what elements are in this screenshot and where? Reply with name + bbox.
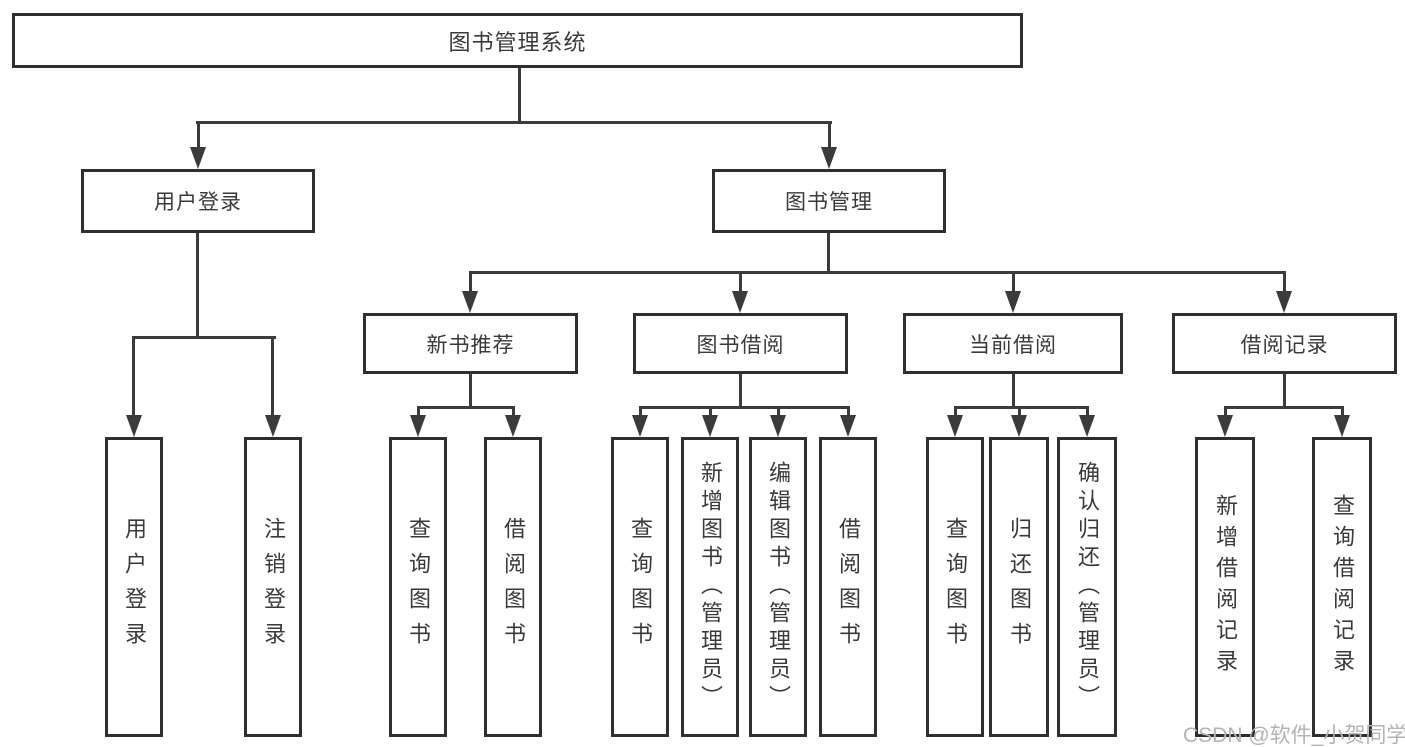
leaf-bb-add-books-admin: 新增图书（管理员）	[681, 437, 739, 737]
connector-line	[739, 271, 742, 293]
node-root-label: 图书管理系统	[448, 29, 587, 55]
node-new-book-recommend-label: 新书推荐	[426, 333, 515, 357]
arrow-down-icon	[1011, 415, 1027, 437]
connector-line	[133, 336, 276, 339]
connector-line	[847, 406, 850, 418]
arrow-down-icon	[770, 415, 786, 437]
connector-line	[1012, 374, 1015, 409]
leaf-nb-borrow-books: 借阅图书	[484, 437, 542, 737]
connector-line	[1224, 406, 1227, 418]
leaf-bb-borrow-books: 借阅图书	[819, 437, 877, 737]
leaf-nb-query-books: 查询图书	[389, 437, 447, 737]
node-new-book-recommend: 新书推荐	[363, 313, 578, 374]
arrow-down-icon	[1276, 291, 1292, 313]
connector-line	[828, 121, 831, 149]
connector-line	[1283, 271, 1286, 293]
node-user-login-label: 用户登录	[154, 191, 242, 214]
connector-line	[1086, 406, 1089, 418]
arrow-down-icon	[840, 415, 856, 437]
connector-line	[1224, 406, 1344, 409]
arrow-down-icon	[702, 415, 718, 437]
leaf-cb-confirm-return-admin: 确认归还（管理员）	[1057, 437, 1117, 737]
leaf-bb-add-books-admin-label: 新增图书（管理员）	[698, 461, 723, 713]
connector-line	[417, 406, 420, 418]
arrow-down-icon	[190, 147, 206, 169]
node-borrow-records: 借阅记录	[1172, 313, 1397, 374]
connector-line	[132, 336, 135, 417]
leaf-bb-edit-books-admin: 编辑图书（管理员）	[749, 437, 807, 737]
leaf-br-query-record-label: 查询借阅记录	[1330, 494, 1355, 680]
arrow-down-icon	[410, 415, 426, 437]
node-book-management: 图书管理	[712, 169, 946, 233]
node-book-borrow: 图书借阅	[633, 313, 848, 374]
connector-line	[827, 233, 830, 274]
connector-line	[196, 233, 199, 339]
arrow-down-icon	[732, 291, 748, 313]
arrow-down-icon	[1217, 415, 1233, 437]
arrow-down-icon	[265, 415, 281, 437]
node-current-borrow: 当前借阅	[903, 313, 1123, 374]
connector-line	[739, 374, 742, 409]
connector-line	[639, 406, 642, 418]
leaf-br-query-record: 查询借阅记录	[1312, 437, 1372, 737]
node-borrow-records-label: 借阅记录	[1240, 333, 1329, 357]
connector-line	[639, 406, 850, 409]
connector-line	[1283, 374, 1286, 409]
leaf-logout-label: 注销登录	[261, 517, 286, 657]
node-user-login: 用户登录	[81, 169, 315, 233]
connector-line	[777, 406, 780, 418]
arrow-down-icon	[462, 291, 478, 313]
connector-line	[469, 271, 1286, 274]
arrow-down-icon	[1005, 291, 1021, 313]
leaf-user-login: 用户登录	[105, 437, 163, 737]
leaf-bb-edit-books-admin-label: 编辑图书（管理员）	[766, 461, 791, 713]
connector-line	[518, 68, 521, 124]
arrow-down-icon	[1079, 415, 1095, 437]
arrow-down-icon	[126, 415, 142, 437]
connector-line	[954, 406, 957, 418]
arrow-down-icon	[632, 415, 648, 437]
node-current-borrow-label: 当前借阅	[969, 333, 1057, 357]
connector-line	[512, 406, 515, 418]
leaf-nb-borrow-books-label: 借阅图书	[501, 517, 526, 657]
arrow-down-icon	[505, 415, 521, 437]
connector-line	[1012, 271, 1015, 293]
leaf-nb-query-books-label: 查询图书	[406, 517, 431, 657]
connector-line	[271, 336, 274, 417]
leaf-cb-return-books-label: 归还图书	[1007, 517, 1032, 657]
node-book-borrow-label: 图书借阅	[696, 333, 785, 357]
connector-line	[469, 374, 472, 409]
connector-line	[469, 271, 472, 293]
leaf-bb-borrow-books-label: 借阅图书	[836, 517, 861, 657]
leaf-cb-return-books: 归还图书	[989, 437, 1049, 737]
node-book-management-label: 图书管理	[785, 191, 873, 214]
connector-line	[1341, 406, 1344, 418]
arrow-down-icon	[821, 147, 837, 169]
connector-line	[196, 121, 832, 124]
arrow-down-icon	[947, 415, 963, 437]
connector-line	[954, 406, 1089, 409]
leaf-cb-query-books-label: 查询图书	[943, 517, 968, 657]
connector-line	[197, 121, 200, 149]
leaf-bb-query-books-label: 查询图书	[628, 517, 653, 657]
connector-line	[417, 406, 515, 409]
leaf-cb-query-books: 查询图书	[926, 437, 984, 737]
leaf-logout: 注销登录	[244, 437, 302, 737]
leaf-cb-confirm-return-admin-label: 确认归还（管理员）	[1075, 461, 1100, 713]
connector-line	[709, 406, 712, 418]
watermark: CSDN @软件_小贺同学	[1183, 724, 1405, 747]
leaf-br-add-record: 新增借阅记录	[1195, 437, 1255, 737]
leaf-user-login-label: 用户登录	[122, 517, 147, 657]
connector-line	[1018, 406, 1021, 418]
node-root: 图书管理系统	[12, 13, 1023, 68]
arrow-down-icon	[1334, 415, 1350, 437]
leaf-bb-query-books: 查询图书	[611, 437, 669, 737]
leaf-br-add-record-label: 新增借阅记录	[1213, 494, 1238, 680]
